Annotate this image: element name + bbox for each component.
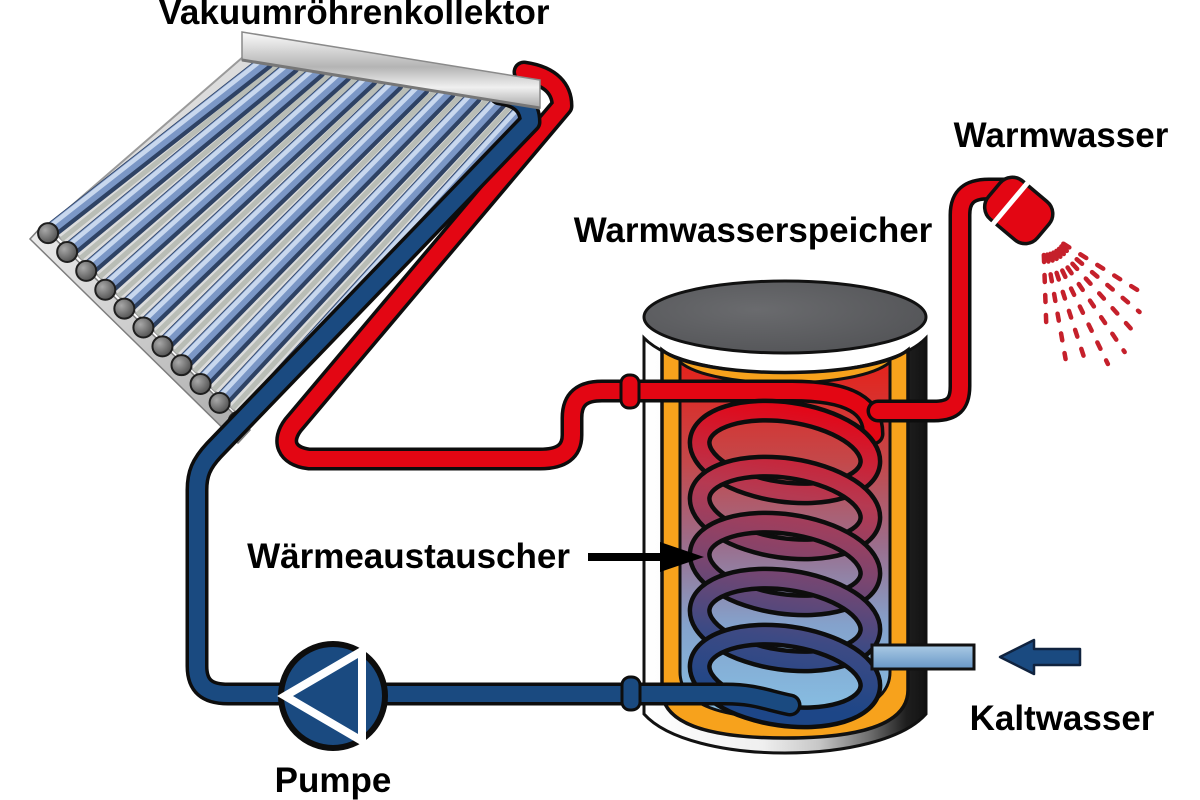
pump-icon [277, 641, 388, 751]
tube-end-bulb-icon [113, 297, 136, 320]
cold-pipe [189, 86, 798, 713]
coil-loop [692, 515, 878, 613]
vacuum-tube [151, 80, 430, 358]
heat-exchanger-label: Wärmeaustauscher [247, 537, 570, 576]
collector-stripe [230, 102, 515, 411]
collector-stripe [135, 79, 385, 317]
shower-head-icon [982, 175, 1055, 246]
spray-ray [1041, 252, 1049, 338]
collector-stripe [97, 71, 333, 279]
collector-stripe [116, 75, 359, 298]
coil-loop [692, 627, 878, 725]
tube-end-bulb-icon [189, 373, 212, 396]
tube-end-bulb-icon [170, 354, 193, 377]
outlet-pipe [870, 181, 1016, 419]
tube-end-bulb-icon [75, 259, 98, 282]
spray-ray [1056, 246, 1138, 336]
collector-header-shadow [241, 58, 541, 110]
vacuum-tube [75, 62, 326, 282]
coil-loop [692, 403, 878, 501]
spray-ray [1054, 248, 1127, 355]
collector-stripe [173, 88, 437, 354]
collector-stripe [154, 84, 411, 336]
vacuum-tube-collector [28, 42, 538, 445]
spray-ray [1061, 241, 1141, 293]
spray-ray [1059, 244, 1142, 315]
spray-ray [1044, 252, 1068, 362]
spray-ray [1048, 251, 1090, 369]
tube-end-bulb-icon [94, 278, 117, 301]
pump-triangle-icon [277, 644, 366, 748]
hot-pipe-circuit [275, 60, 885, 471]
coil-loop [692, 571, 878, 669]
hot-pipe-fitting [619, 373, 641, 410]
vacuum-tube [94, 67, 352, 301]
heat-exchanger-arrow-icon [588, 542, 704, 572]
collector-stripe [78, 66, 307, 261]
vacuum-tube [170, 84, 456, 377]
cold-water-inlet-pipe [870, 643, 976, 671]
cold-water-arrow-icon [998, 638, 1082, 676]
vacuum-tube [113, 71, 378, 320]
tube-end-bulb-icon [208, 391, 231, 414]
cold-water-label: Kaltwasser [970, 699, 1155, 738]
tube-end-bulb-icon [132, 316, 155, 339]
shower-spray [1041, 241, 1142, 369]
cold-pipe-fitting [620, 675, 642, 712]
vacuum-tube [208, 93, 508, 414]
vacuum-tube [189, 89, 482, 396]
tube-end-bulb-icon [37, 222, 60, 245]
vacuum-tube [37, 54, 274, 245]
coil-loop [692, 459, 878, 557]
tube-end-bulb-icon [56, 240, 79, 263]
warm-water-outlet-pipe [866, 177, 1020, 423]
collector-label: Vakuumröhrenkollektor [159, 0, 550, 32]
vacuum-tube [132, 76, 404, 339]
cold-pipe-circuit [185, 82, 802, 717]
tube-end-bulb-icon [151, 335, 174, 358]
vacuum-tubes [37, 54, 534, 433]
collector-stripe [211, 97, 489, 392]
collector-stripe [59, 62, 281, 242]
hot-pipe [278, 64, 881, 467]
collector-stripes [59, 62, 515, 411]
pump-label: Pumpe [275, 761, 392, 800]
warm-water-label: Warmwasser [954, 116, 1169, 155]
storage-tank-label: Warmwasserspeicher [574, 211, 933, 250]
vacuum-tube [56, 58, 300, 263]
spray-ray [1051, 250, 1111, 367]
diagram-labels: Vakuumröhrenkollektor Warmwasserspeicher… [159, 0, 1169, 800]
heat-exchanger-coil [687, 398, 883, 730]
collector-stripe [192, 93, 463, 373]
tank-lid [642, 279, 928, 355]
